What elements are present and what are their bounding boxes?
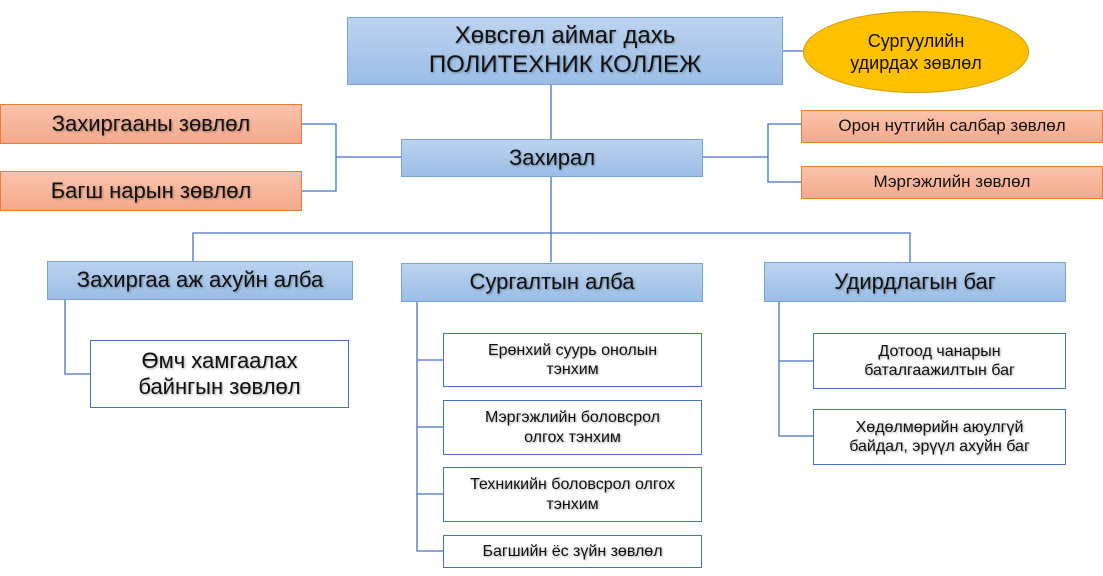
council-node-teachers: Багш нарын зөвлөл [0, 171, 302, 211]
root-node-college: Хөвсгөл аймаг дахь ПОЛИТЕХНИК КОЛЛЕЖ [347, 17, 783, 85]
board-line2: удирдах зөвлөл [850, 53, 982, 73]
unit-line1: Дотоод чанарын [878, 342, 1001, 360]
department-label: Захиргаа аж ахуйн алба [76, 267, 324, 293]
department-node-training: Сургалтын алба [401, 263, 703, 302]
unit-line2: байнгын зөвлөл [138, 374, 301, 399]
council-node-local-branch: Орон нутгийн салбар зөвлөл [801, 110, 1103, 143]
council-node-administrative: Захиргааны зөвлөл [0, 104, 302, 144]
unit-line1: Өмч хамгаалах [141, 347, 298, 373]
unit-line1: Ерөнхий суурь онолын [487, 341, 658, 359]
department-node-administration: Захиргаа аж ахуйн алба [47, 261, 353, 300]
school-board-node: Сургуулийн удирдах зөвлөл [803, 11, 1029, 93]
connector-right-councils [767, 123, 801, 183]
unit-line2: тэнхим [546, 361, 599, 378]
unit-node-technical-dept: Техникийн боловсрол олгох тэнхим [443, 467, 702, 522]
root-line2: ПОЛИТЕХНИК КОЛЛЕЖ [428, 51, 702, 78]
unit-line2: байдал, эрүүл ахуйн баг [849, 438, 1030, 455]
unit-line1: Хөдөлмөрийн аюулгүй [855, 418, 1024, 436]
unit-node-quality-assurance-team: Дотоод чанарын баталгаажилтын баг [813, 333, 1066, 389]
unit-line1: Багшийн ёс зүйн зөвлөл [482, 542, 663, 560]
department-node-management-team: Удирдлагын баг [764, 262, 1066, 302]
department-label: Сургалтын алба [469, 269, 635, 295]
department-label: Удирдлагын баг [834, 268, 996, 294]
root-line1: Хөвсгөл аймаг дахь [454, 22, 676, 50]
unit-line1: Мэргэжлийн боловсрол [485, 409, 660, 427]
connector-dept3-children [778, 302, 813, 437]
unit-node-vocational-dept: Мэргэжлийн боловсрол олгох тэнхим [443, 400, 702, 455]
unit-node-general-theory-dept: Ерөнхий суурь онолын тэнхим [443, 333, 702, 387]
council-label: Орон нутгийн салбар зөвлөл [838, 116, 1066, 136]
connector-dept1-children [64, 300, 90, 375]
council-label: Багш нарын зөвлөл [50, 177, 252, 203]
connector-dept2-children [416, 302, 443, 552]
unit-line1: Техникийн боловсрол олгох [469, 476, 676, 494]
director-label: Захирал [508, 144, 596, 170]
unit-line2: олгох тэнхим [524, 428, 621, 446]
council-label: Захиргааны зөвлөл [51, 110, 251, 136]
unit-line2: баталгаажилтын баг [864, 362, 1015, 379]
connector-departments-bus [192, 232, 911, 262]
director-node: Захирал [401, 139, 703, 177]
unit-node-property-council: Өмч хамгаалах байнгын зөвлөл [90, 340, 349, 408]
council-label: Мэргэжлийн зөвлөл [873, 172, 1031, 192]
unit-node-safety-health-team: Хөдөлмөрийн аюулгүй байдал, эрүүл ахуйн … [813, 409, 1066, 465]
board-line1: Сургуулийн [867, 30, 965, 51]
council-node-professional: Мэргэжлийн зөвлөл [801, 166, 1103, 199]
unit-line2: тэнхим [546, 495, 599, 513]
connector-left-councils [302, 123, 337, 192]
unit-node-teacher-ethics-council: Багшийн ёс зүйн зөвлөл [443, 535, 702, 568]
